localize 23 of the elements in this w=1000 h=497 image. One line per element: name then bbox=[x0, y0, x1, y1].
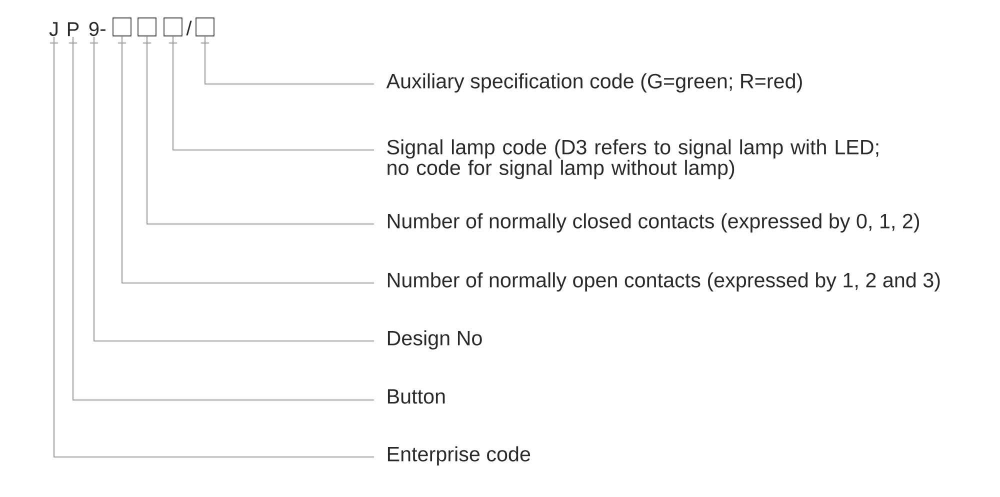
code-box bbox=[138, 18, 156, 36]
code-letter: J bbox=[49, 22, 58, 36]
description-text: Number of normally closed contacts (expressed by 0, 1, 2) bbox=[388, 213, 920, 233]
code-letter: P bbox=[68, 22, 79, 36]
leader-line bbox=[201, 36, 374, 85]
description-text: Number of normally open contacts (expressed by 1, 2 and 3) bbox=[388, 272, 940, 292]
code-box bbox=[164, 18, 182, 36]
leader-line bbox=[90, 37, 374, 342]
leader-line bbox=[118, 36, 374, 284]
description-text: Auxiliary specification code (G=green; R=red) bbox=[386, 73, 802, 93]
leader-line bbox=[169, 36, 374, 151]
code-separator: - bbox=[100, 29, 106, 31]
description-text: Button bbox=[388, 389, 445, 404]
description-text: Signal lamp code (D3 refers to signal lamp with LED; no code for signal lamp without lamp) bbox=[387, 139, 878, 180]
leader-line bbox=[143, 36, 374, 225]
code-box bbox=[112, 18, 132, 36]
code-box bbox=[196, 18, 214, 36]
description-text: Design No bbox=[388, 330, 482, 350]
code-letter: 9 bbox=[89, 22, 99, 36]
description-text: Enterprise code bbox=[388, 446, 530, 466]
leader-line bbox=[50, 37, 374, 458]
leader-line bbox=[69, 37, 374, 401]
code-separator: / bbox=[186, 20, 192, 36]
